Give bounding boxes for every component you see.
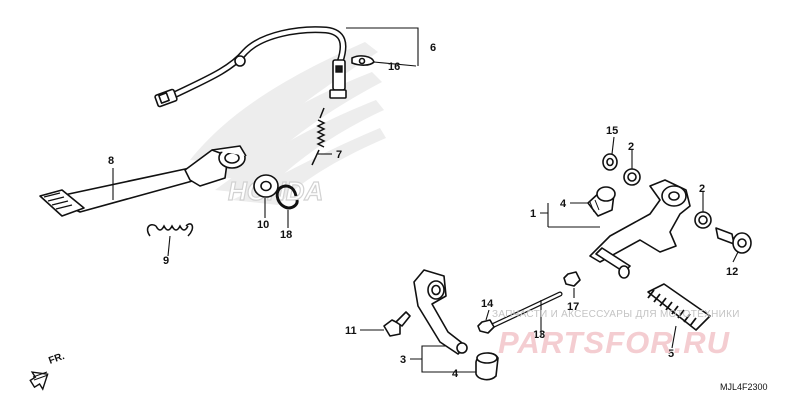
- callout-18: 18: [280, 229, 292, 241]
- callout-8: 8: [108, 155, 114, 167]
- leader-lines: [112, 27, 739, 373]
- callout-2-upper: 2: [628, 141, 634, 153]
- tie-rod-part-13: [489, 291, 563, 329]
- callout-11: 11: [345, 325, 357, 337]
- callout-1: 1: [530, 208, 536, 220]
- callouts: 1 2 2 3 4 4 5 6 7 8 9 10 11 12 13 14 15 …: [108, 42, 738, 380]
- brake-switch-cable: [154, 26, 347, 108]
- callout-2-lower: 2: [699, 183, 705, 195]
- bushing-part-2-upper: [623, 168, 641, 186]
- callout-15: 15: [606, 125, 618, 137]
- watermark-caption: ЗАПЧАСТИ И АКСЕССУАРЫ ДЛЯ МОТОТЕХНИКИ: [492, 309, 740, 320]
- callout-14: 14: [481, 298, 494, 310]
- boot-part-4-lower: [475, 352, 499, 381]
- diagram-code: MJL4F2300: [720, 382, 768, 392]
- washer-part-10: [253, 174, 279, 198]
- spring-part-9: [146, 223, 194, 237]
- honda-wing-watermark: HONDA: [190, 42, 386, 207]
- callout-10: 10: [257, 219, 269, 231]
- callout-4-lower: 4: [452, 368, 459, 380]
- gearshift-pedal: [589, 179, 691, 279]
- callout-13: 13: [533, 329, 545, 341]
- callout-17: 17: [567, 301, 579, 313]
- brake-pedal: [39, 145, 247, 217]
- callout-12: 12: [726, 266, 738, 278]
- callout-7: 7: [336, 149, 342, 161]
- forward-label: FR.: [47, 351, 66, 367]
- bolt-part-11: [383, 311, 411, 337]
- callout-5: 5: [668, 348, 674, 360]
- pivot-bolt-part-12: [715, 227, 752, 254]
- washer-part-15: [602, 153, 618, 171]
- forward-arrow-icon: [29, 371, 49, 391]
- watermark-brand: PARTSFOR.RU: [498, 325, 731, 360]
- nut-part-14: [477, 319, 495, 334]
- boot-part-4-upper: [587, 186, 616, 217]
- clip-part-16: [351, 55, 375, 66]
- nut-part-17: [563, 271, 581, 287]
- shift-arm-part-3: [413, 269, 468, 355]
- callout-3: 3: [400, 354, 406, 366]
- callout-9: 9: [163, 255, 169, 267]
- snap-ring-part-18: [275, 184, 299, 210]
- bushing-part-2-lower: [694, 211, 712, 229]
- callout-4-upper: 4: [560, 198, 567, 210]
- callout-16: 16: [388, 61, 400, 73]
- callout-6: 6: [430, 42, 436, 54]
- shift-rubber-part-5: [647, 283, 711, 331]
- spring-part-7: [311, 107, 326, 166]
